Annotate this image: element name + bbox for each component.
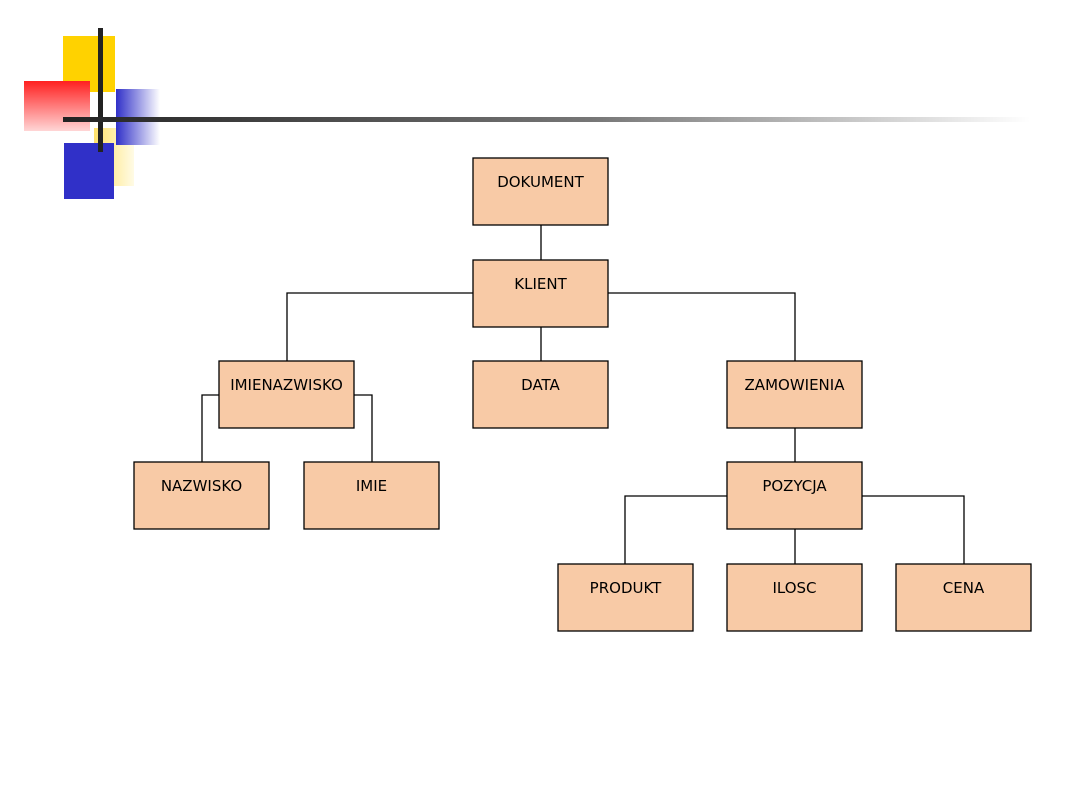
node-produkt: PRODUKT [557, 563, 694, 632]
node-pozycja: POZYCJA [726, 461, 863, 530]
node-box-data [472, 360, 609, 429]
node-label-imie: IMIE [356, 477, 387, 495]
node-box-pozycja [726, 461, 863, 530]
edge-imienazwisko-to-nazwisko [201, 394, 219, 462]
title-rule [63, 117, 1030, 122]
slide-decoration [24, 28, 1030, 199]
node-label-zamowienia: ZAMOWIENIA [745, 376, 846, 394]
node-label-ilosc: ILOSC [772, 579, 816, 597]
diagram-edges [201, 225, 965, 564]
node-box-imienazwisko [218, 360, 355, 429]
node-data: DATA [472, 360, 609, 429]
node-label-imienazwisko: IMIENAZWISKO [230, 376, 343, 394]
decor-red-square [24, 81, 90, 131]
node-dokument: DOKUMENT [472, 157, 609, 226]
node-imienazwisko: IMIENAZWISKO [218, 360, 355, 429]
node-label-nazwisko: NAZWISKO [161, 477, 242, 495]
node-label-pozycja: POZYCJA [762, 477, 827, 495]
node-box-cena [895, 563, 1032, 632]
node-cena: CENA [895, 563, 1032, 632]
node-label-produkt: PRODUKT [590, 579, 662, 597]
edge-klient-to-imienazwisko [286, 292, 473, 361]
node-label-cena: CENA [943, 579, 985, 597]
node-box-zamowienia [726, 360, 863, 429]
edge-pozycja-to-produkt [624, 495, 727, 564]
edge-imienazwisko-to-imie [354, 394, 373, 462]
node-label-klient: KLIENT [514, 275, 567, 293]
node-box-produkt [557, 563, 694, 632]
node-ilosc: ILOSC [726, 563, 863, 632]
node-label-data: DATA [521, 376, 560, 394]
node-label-dokument: DOKUMENT [497, 173, 584, 191]
node-zamowienia: ZAMOWIENIA [726, 360, 863, 429]
node-box-klient [472, 259, 609, 328]
node-nazwisko: NAZWISKO [133, 461, 270, 530]
edge-pozycja-to-cena [862, 495, 965, 564]
node-box-nazwisko [133, 461, 270, 530]
node-klient: KLIENT [472, 259, 609, 328]
decor-blue-square [64, 143, 114, 199]
node-box-ilosc [726, 563, 863, 632]
decor-vertical-rule [98, 28, 103, 152]
node-box-imie [303, 461, 440, 530]
node-box-dokument [472, 157, 609, 226]
edge-klient-to-zamowienia [608, 292, 796, 361]
node-imie: IMIE [303, 461, 440, 530]
